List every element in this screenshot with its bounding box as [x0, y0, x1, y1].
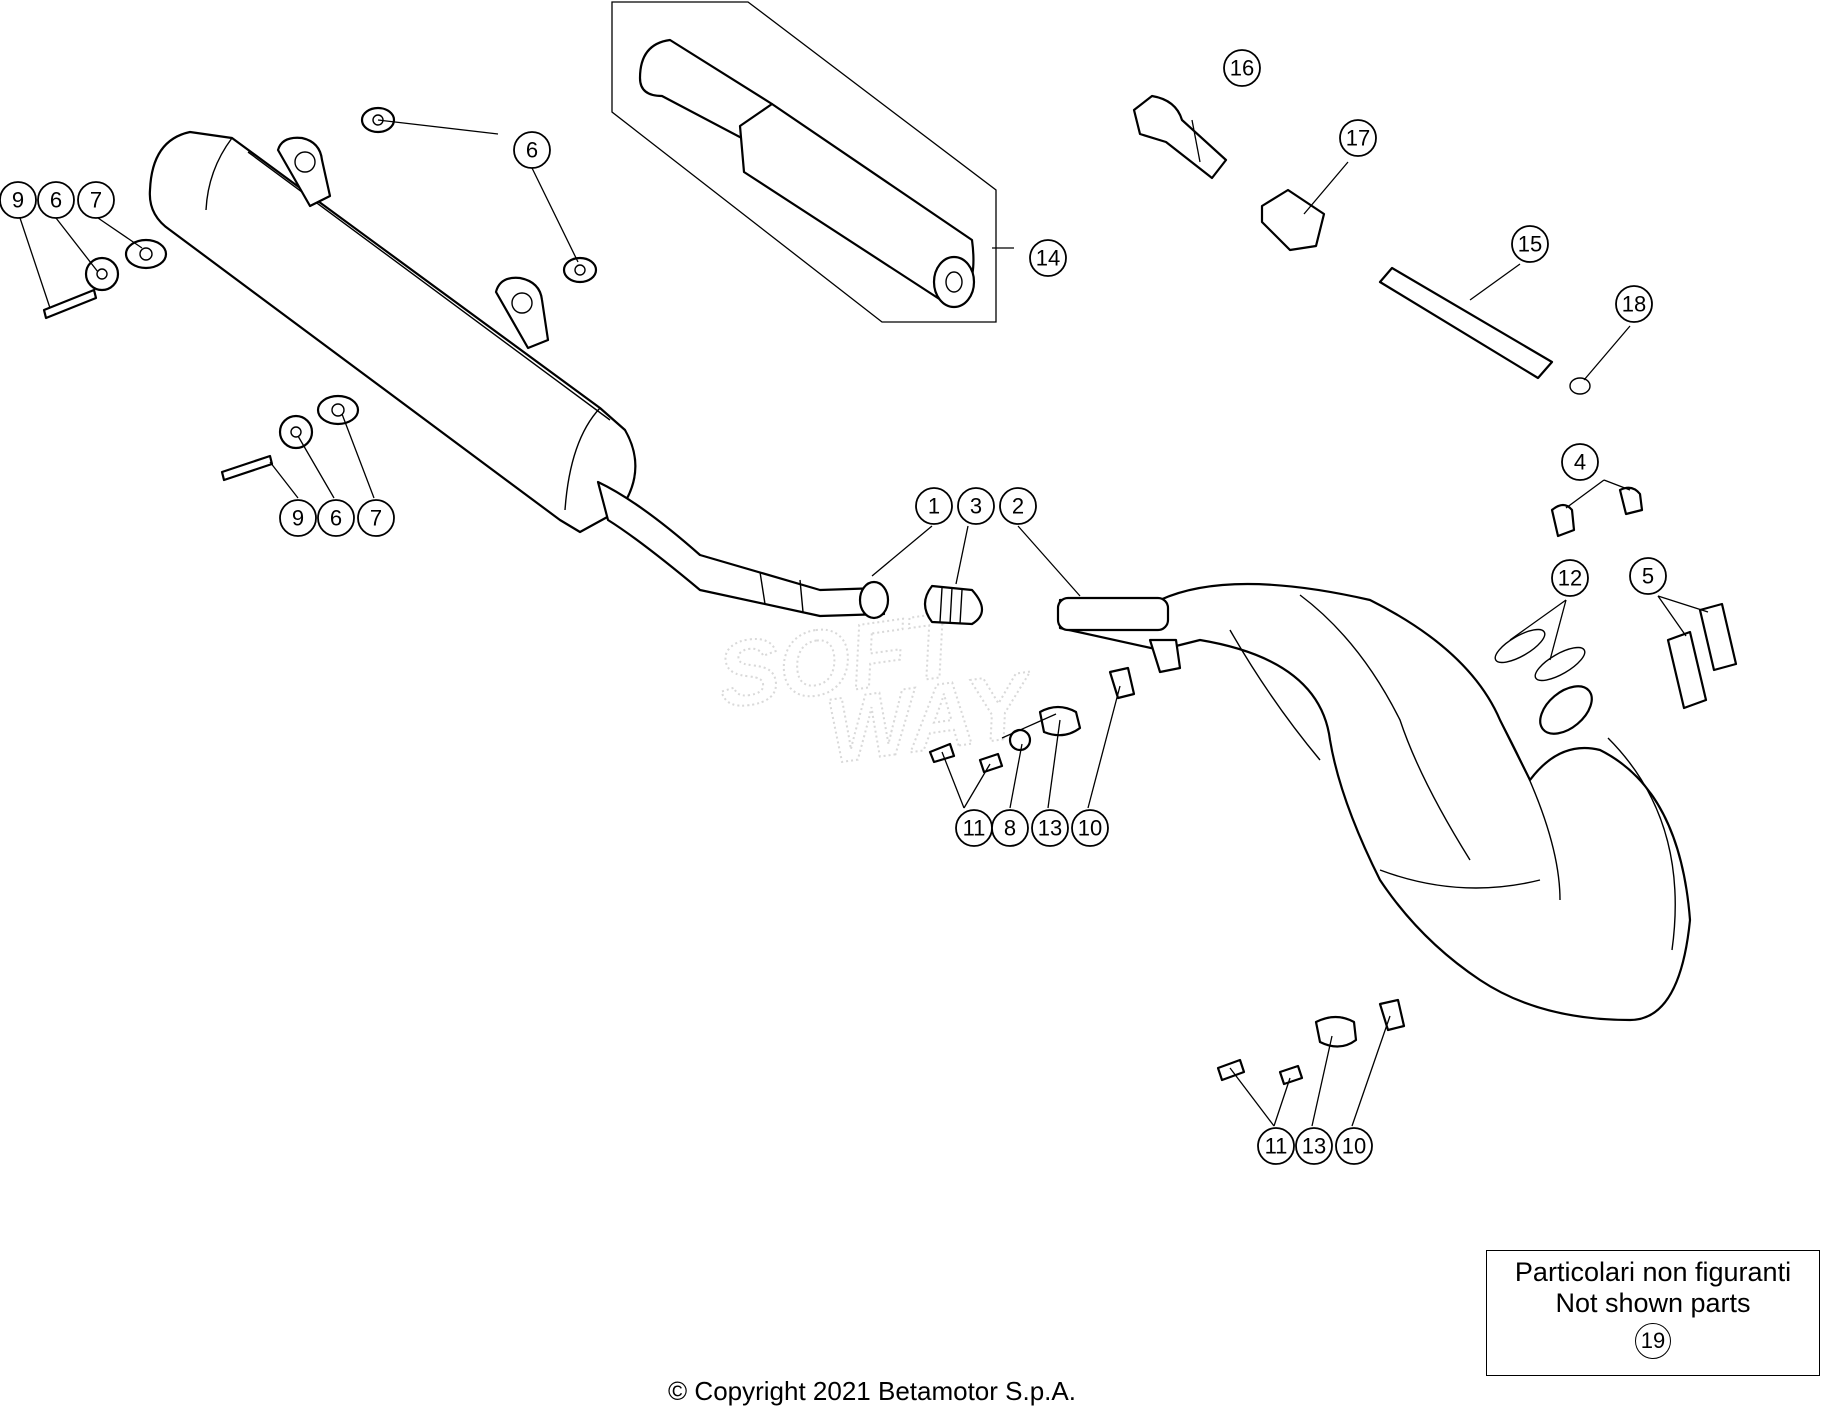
callout-6-top: 6 [513, 131, 551, 169]
callout-7-left: 7 [77, 181, 115, 219]
svg-text:12: 12 [1558, 566, 1582, 591]
callout-12: 12 [1551, 559, 1589, 597]
silencer-insulation [611, 1, 997, 323]
callout-7-lower: 7 [357, 499, 395, 537]
callout-18: 18 [1615, 285, 1653, 323]
svg-text:9: 9 [12, 188, 24, 213]
callout-6-left: 6 [37, 181, 75, 219]
svg-text:10: 10 [1078, 816, 1102, 841]
silencer [148, 130, 890, 620]
svg-text:13: 13 [1302, 1134, 1326, 1159]
svg-text:7: 7 [370, 506, 382, 531]
svg-text:6: 6 [50, 188, 62, 213]
callout-10-lower: 10 [1335, 1127, 1373, 1165]
svg-text:16: 16 [1230, 56, 1254, 81]
callout-19: 19 [1635, 1323, 1671, 1359]
callout-3: 3 [957, 487, 995, 525]
callout-11-lower: 11 [1257, 1127, 1295, 1165]
callout-10-upper: 10 [1071, 809, 1109, 847]
not-shown-parts-italian: Particolari non figuranti [1514, 1257, 1792, 1287]
svg-text:5: 5 [1642, 564, 1654, 589]
callout-8: 8 [991, 809, 1029, 847]
callout-1: 1 [915, 487, 953, 525]
copyright-notice: © Copyright 2021 Betamotor S.p.A. [668, 1376, 1076, 1406]
not-shown-parts-english: Not shown parts [1555, 1288, 1751, 1318]
callout-11-upper: 11 [955, 809, 993, 847]
callout-17: 17 [1339, 119, 1377, 157]
svg-text:9: 9 [292, 506, 304, 531]
svg-text:2: 2 [1012, 494, 1024, 519]
svg-text:4: 4 [1574, 450, 1586, 475]
callout-9-left: 9 [0, 181, 37, 219]
expansion-chamber [1056, 582, 1692, 1022]
svg-text:15: 15 [1518, 232, 1542, 257]
svg-text:11: 11 [963, 816, 986, 841]
svg-text:1: 1 [928, 494, 940, 519]
svg-text:18: 18 [1622, 292, 1646, 317]
hardware [42, 94, 1738, 1086]
not-shown-parts-box: Particolari non figuranti Not shown part… [1486, 1250, 1820, 1376]
callout-4: 4 [1561, 443, 1599, 481]
svg-text:6: 6 [330, 506, 342, 531]
callout-6-lower: 6 [317, 499, 355, 537]
svg-text:8: 8 [1004, 816, 1016, 841]
svg-text:13: 13 [1038, 816, 1062, 841]
callout-16: 16 [1223, 49, 1261, 87]
svg-text:10: 10 [1342, 1134, 1366, 1159]
callout-15: 15 [1511, 225, 1549, 263]
callout-9-lower: 9 [279, 499, 317, 537]
svg-text:14: 14 [1036, 246, 1060, 271]
svg-text:17: 17 [1346, 126, 1370, 151]
callout-14: 14 [1029, 239, 1067, 277]
leader-lines [19, 119, 1709, 1127]
callout-2: 2 [999, 487, 1037, 525]
svg-text:7: 7 [90, 188, 102, 213]
callout-13-upper: 13 [1031, 809, 1069, 847]
svg-text:3: 3 [970, 494, 982, 519]
callout-5: 5 [1629, 557, 1667, 595]
svg-text:6: 6 [526, 138, 538, 163]
callout-13-lower: 13 [1295, 1127, 1333, 1165]
svg-text:11: 11 [1265, 1134, 1288, 1159]
